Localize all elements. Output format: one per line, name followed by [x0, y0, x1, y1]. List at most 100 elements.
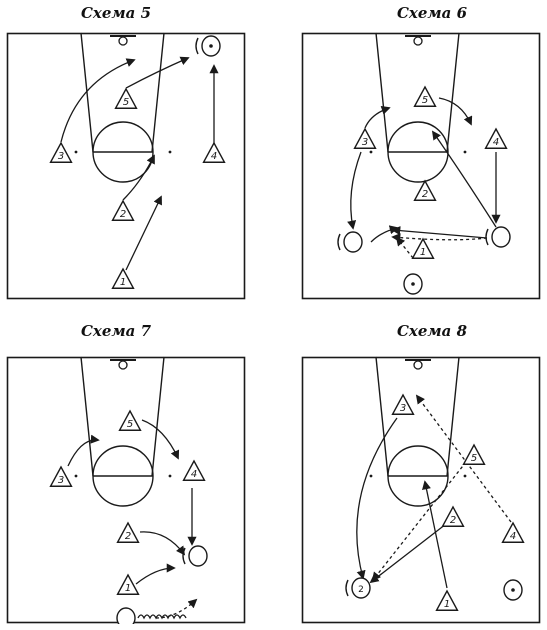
player-triangle: 1	[435, 589, 459, 611]
opponent-circle	[195, 35, 221, 57]
movement-arrow	[135, 563, 176, 585]
player-number: 2	[120, 209, 126, 220]
player-number: 5	[422, 95, 428, 106]
movement-arrow	[356, 417, 398, 580]
lane-lines	[375, 356, 460, 477]
lane-mark	[463, 150, 467, 154]
movement-arrow	[369, 523, 447, 584]
player-triangle: 2	[116, 521, 140, 543]
player-number: 5	[123, 97, 129, 108]
player-number: 4	[493, 137, 499, 148]
screen-mark	[195, 37, 199, 55]
player-triangle: 3	[353, 127, 377, 149]
player-number: 1	[420, 247, 426, 258]
scheme-title-8: Схема 8	[396, 322, 468, 340]
player-number: 1	[125, 583, 131, 594]
player-number: 3	[58, 475, 64, 486]
player-triangle: 4	[501, 521, 525, 543]
player-number: 5	[471, 453, 477, 464]
basket-icon	[118, 36, 128, 46]
scheme-diagram-8: 3 5 2 4 1 2	[301, 356, 541, 624]
scheme-diagram-7: 5 3 4 2 1	[6, 356, 246, 624]
scheme-title-7: Схема 7	[80, 322, 152, 340]
ball-icon	[411, 282, 415, 286]
player-triangle: 2	[111, 199, 135, 221]
movement-arrow	[370, 225, 399, 243]
movement-arrow	[141, 419, 180, 460]
movement-arrow	[155, 598, 198, 619]
player-triangle: 4	[202, 141, 226, 163]
movement-arrow	[391, 233, 488, 243]
basket-icon	[413, 360, 423, 370]
dribble-path	[137, 614, 187, 620]
opponent-number: 2	[358, 585, 364, 595]
court-boundary	[301, 32, 541, 300]
screen-mark	[182, 547, 186, 565]
court-boundary	[301, 356, 541, 624]
basket-icon	[118, 360, 128, 370]
player-triangle: 2	[441, 505, 465, 527]
movement-arrow	[395, 236, 414, 259]
player-triangle: 1	[116, 573, 140, 595]
screen-mark	[337, 233, 341, 251]
scheme-title-6: Схема 6	[396, 4, 468, 22]
lane-lines	[375, 32, 460, 153]
screen-mark	[345, 579, 349, 597]
player-number: 2	[422, 189, 428, 200]
movement-arrow	[431, 130, 497, 228]
basket-icon	[413, 36, 423, 46]
player-number: 5	[127, 419, 133, 430]
player-number: 2	[450, 515, 456, 526]
movement-arrow	[347, 151, 362, 230]
lane-lines	[80, 32, 165, 153]
ball-icon	[209, 44, 213, 48]
lane-mark	[463, 474, 467, 478]
movement-arrow	[67, 434, 100, 467]
court-boundary	[6, 32, 246, 300]
player-triangle: 3	[49, 465, 73, 487]
screen-mark	[485, 228, 489, 246]
player-number: 1	[120, 277, 126, 288]
ball-icon	[511, 588, 515, 592]
scheme-diagram-6: 5 3 4 2 1	[301, 32, 541, 300]
movement-arrow	[422, 480, 448, 589]
opponent-circle	[485, 226, 511, 248]
movement-arrow	[125, 195, 162, 271]
player-triangle: 1	[411, 237, 435, 259]
player-number: 4	[191, 469, 197, 480]
opponent-circle	[503, 579, 523, 601]
player-number: 3	[400, 403, 406, 414]
player-number: 4	[510, 531, 516, 542]
lane-mark	[369, 150, 373, 154]
player-triangle: 3	[391, 393, 415, 415]
player-triangle: 2	[413, 179, 437, 201]
player-number: 3	[362, 137, 368, 148]
movement-arrow	[371, 461, 467, 582]
movement-arrow	[415, 394, 512, 523]
lane-lines	[80, 356, 165, 477]
lane-mark	[74, 474, 78, 478]
player-triangle: 3	[49, 141, 73, 163]
scheme-title-5: Схема 5	[80, 4, 152, 22]
player-triangle: 4	[484, 127, 508, 149]
opponent-circle	[403, 273, 423, 295]
lane-mark	[369, 474, 373, 478]
lane-mark	[168, 150, 172, 154]
player-number: 1	[444, 599, 450, 610]
player-triangle: 5	[118, 409, 142, 431]
lane-mark	[168, 474, 172, 478]
movement-arrow	[391, 226, 488, 239]
player-triangle: 5	[462, 443, 486, 465]
scheme-diagram-5: 5 3 4 2 1	[6, 32, 246, 300]
opponent-circle: 2	[345, 577, 371, 599]
opponent-circle	[116, 607, 136, 624]
player-number: 2	[125, 531, 131, 542]
opponent-circle	[182, 545, 208, 567]
player-triangle: 1	[111, 267, 135, 289]
player-number: 3	[58, 151, 64, 162]
movement-arrow	[60, 58, 136, 143]
player-triangle: 5	[114, 87, 138, 109]
movement-arrow	[122, 154, 155, 201]
lane-mark	[74, 150, 78, 154]
movement-arrow	[139, 531, 186, 556]
